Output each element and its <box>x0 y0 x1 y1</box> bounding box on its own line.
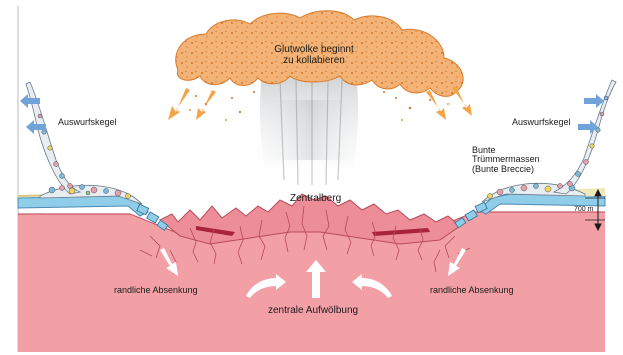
cloud-label: Glutwolke beginnt zu kollabieren <box>266 45 362 66</box>
scale-label: 700 m <box>574 206 593 213</box>
breccia-label-line3: (Bunte Breccie) <box>472 165 540 174</box>
cloud-label-line1: Glutwolke beginnt <box>266 45 362 56</box>
ejecta-label-left: Auswurfskegel <box>58 118 117 127</box>
central-peak-label: Zentralberg <box>290 194 341 205</box>
subsidence-label-right: randliche Absenkung <box>430 286 514 295</box>
breccia-label: Bunte Trümmermassen (Bunte Breccie) <box>472 146 540 174</box>
uplift-label: zentrale Aufwölbung <box>268 306 358 317</box>
cloud-label-line2: zu kollabieren <box>266 56 362 67</box>
subsidence-label-left: randliche Absenkung <box>114 286 198 295</box>
ejecta-label-right: Auswurfskegel <box>512 118 571 127</box>
ejecta-pebbles-left <box>34 98 131 199</box>
cloud-smear <box>250 100 370 160</box>
